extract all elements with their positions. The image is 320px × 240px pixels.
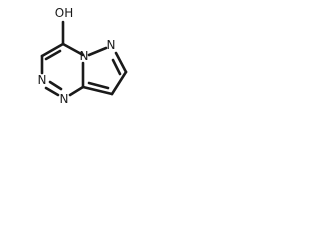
bond-c8-c8a-inner	[87, 81, 110, 90]
bond-c4-c3-inner	[44, 49, 62, 61]
bond-c8-c8a	[81, 85, 114, 96]
bonds	[40, 20, 128, 97]
bond-n2-n1-inner	[48, 80, 63, 91]
bond-n5-n6	[87, 46, 108, 57]
atom-n-left-lower: N	[60, 92, 69, 106]
bond-c7-c8	[110, 70, 128, 96]
atom-n-bridgehead: N	[80, 49, 89, 63]
bond-n6-c7	[114, 51, 128, 74]
bond-n6-c7-inner	[111, 58, 122, 76]
atom-n-left-upper: N	[38, 73, 47, 87]
bond-c4-n5	[61, 42, 85, 57]
atom-labels: OH N N N N	[38, 6, 116, 106]
bond-n1-c8a	[68, 85, 85, 97]
chemical-structure-diagram: OH N N N N	[38, 6, 128, 106]
bond-c4-c3	[40, 42, 65, 58]
atom-oh: OH	[55, 6, 73, 20]
bond-n2-n1	[44, 86, 60, 97]
atom-n-pyrazole-top: N	[107, 38, 116, 52]
